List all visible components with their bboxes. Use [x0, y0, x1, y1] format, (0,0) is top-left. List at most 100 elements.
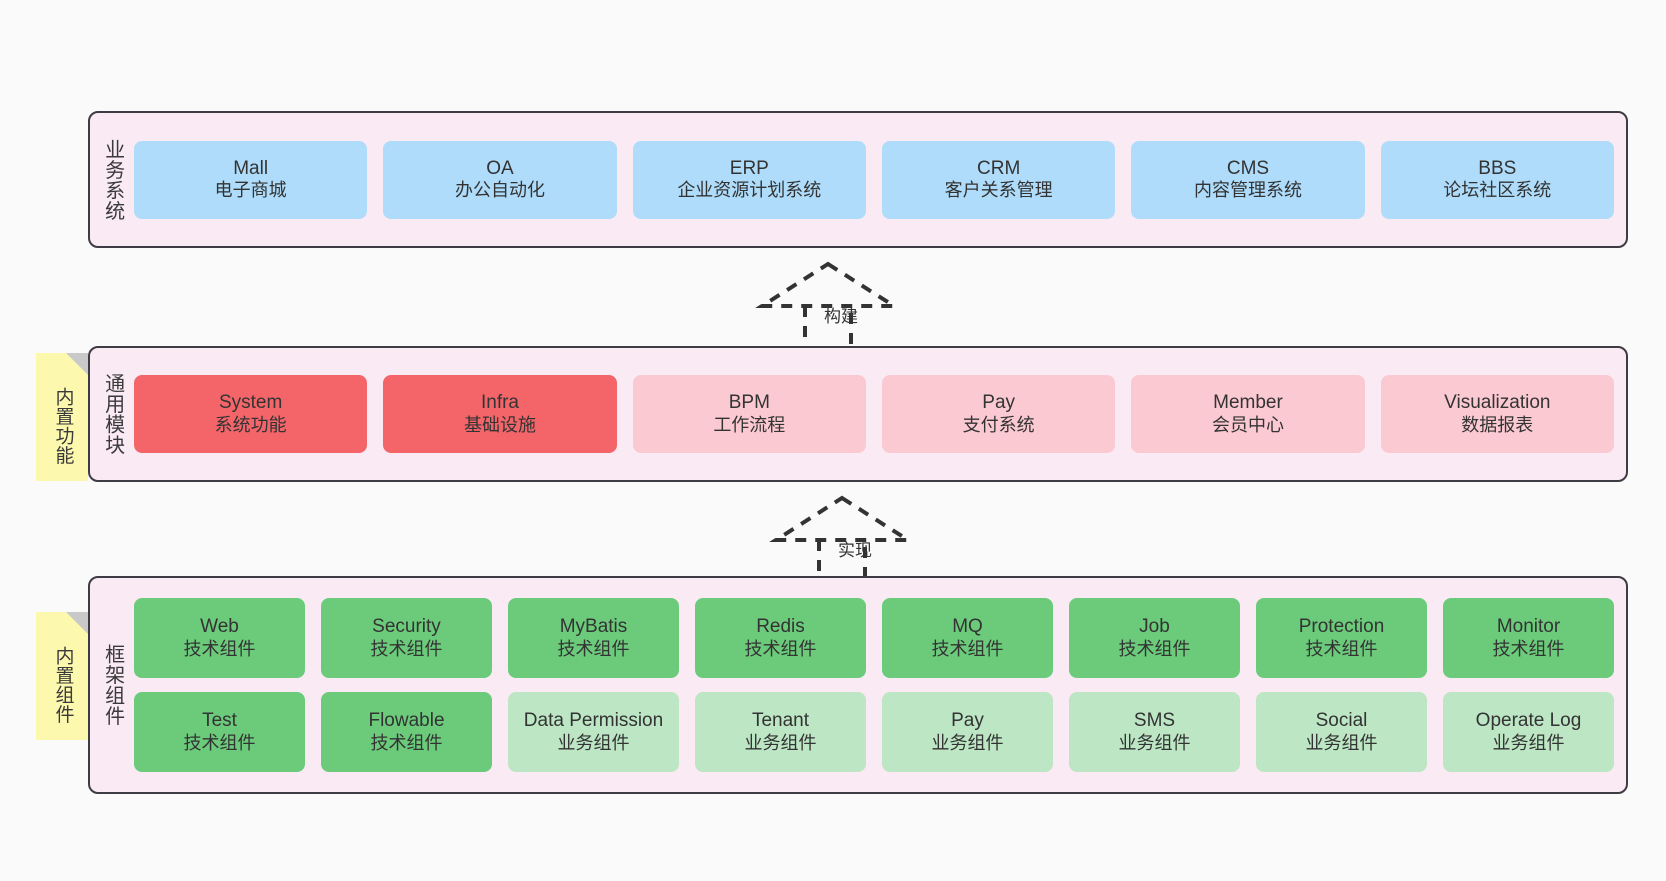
card-data-permission[interactable]: Data Permission 业务组件	[508, 692, 679, 772]
card-title: CMS	[1226, 157, 1270, 179]
card-title: Social	[1315, 710, 1368, 732]
card-subtitle: 技术组件	[931, 638, 1004, 659]
card-mq[interactable]: MQ 技术组件	[882, 598, 1053, 678]
card-cms[interactable]: CMS 内容管理系统	[1131, 140, 1365, 219]
note-fold-corner-icon	[66, 353, 88, 375]
band-label-framework-components: 框架组件	[101, 644, 124, 726]
card-subtitle: 业务组件	[1492, 732, 1565, 753]
band-body-common-modules: System 系统功能 Infra 基础设施 BPM 工作流程 Pay 支付系统…	[134, 348, 1626, 480]
card-title: ERP	[729, 157, 769, 179]
card-title: OA	[486, 157, 514, 179]
card-title: Member	[1213, 392, 1283, 414]
card-title: Redis	[756, 616, 805, 638]
note-fold-corner-icon	[66, 612, 88, 634]
card-pay-component[interactable]: Pay 业务组件	[882, 692, 1053, 772]
card-mall[interactable]: Mall 电子商城	[134, 140, 368, 219]
card-title: Operate Log	[1475, 710, 1582, 732]
card-subtitle: 技术组件	[1305, 638, 1378, 659]
card-subtitle: 内容管理系统	[1193, 180, 1302, 201]
card-subtitle: 办公自动化	[454, 180, 545, 201]
card-title: Pay	[951, 710, 984, 732]
card-title: Test	[202, 710, 237, 732]
card-title: BPM	[728, 392, 770, 414]
card-title: MQ	[952, 616, 983, 638]
card-title: Visualization	[1444, 392, 1551, 414]
card-subtitle: 工作流程	[713, 414, 786, 435]
card-visualization[interactable]: Visualization 数据报表	[1380, 375, 1614, 453]
card-oa[interactable]: OA 办公自动化	[383, 140, 617, 219]
card-title: Web	[200, 616, 239, 638]
card-title: MyBatis	[559, 616, 628, 638]
card-subtitle: 论坛社区系统	[1443, 180, 1552, 201]
card-title: Infra	[480, 392, 519, 414]
card-row: System 系统功能 Infra 基础设施 BPM 工作流程 Pay 支付系统…	[134, 375, 1614, 453]
connector-build: 构建	[748, 258, 908, 358]
card-subtitle: 技术组件	[370, 732, 443, 753]
card-subtitle: 系统功能	[214, 414, 287, 435]
card-social[interactable]: Social 业务组件	[1256, 692, 1427, 772]
card-protection[interactable]: Protection 技术组件	[1256, 598, 1427, 678]
generalization-arrowhead	[755, 261, 901, 308]
card-crm[interactable]: CRM 客户关系管理	[881, 140, 1116, 219]
connector-label-implement: 实现	[838, 541, 872, 560]
card-erp[interactable]: ERP 企业资源计划系统	[632, 140, 866, 219]
card-subtitle: 客户关系管理	[944, 180, 1053, 201]
card-row: Mall 电子商城 OA 办公自动化 ERP 企业资源计划系统 CRM 客户关系…	[134, 140, 1614, 219]
card-title: System	[218, 392, 283, 414]
card-subtitle: 会员中心	[1211, 414, 1284, 435]
card-tenant[interactable]: Tenant 业务组件	[695, 692, 866, 772]
card-web[interactable]: Web 技术组件	[134, 598, 305, 678]
card-row: Test 技术组件 Flowable 技术组件 Data Permission …	[134, 692, 1614, 772]
band-common-modules: 通用模块 System 系统功能 Infra 基础设施 BPM 工作流程 Pay…	[88, 346, 1628, 482]
sticky-note-builtin-features: 内置功能	[36, 353, 88, 481]
card-sms[interactable]: SMS 业务组件	[1069, 692, 1240, 772]
card-subtitle: 基础设施	[463, 414, 536, 435]
sticky-note-label: 内置功能	[52, 387, 74, 465]
card-subtitle: 技术组件	[1492, 638, 1565, 659]
card-pay[interactable]: Pay 支付系统	[881, 375, 1116, 453]
band-label-common-modules: 通用模块	[101, 373, 124, 455]
band-body-framework-components: Web 技术组件 Security 技术组件 MyBatis 技术组件 Redi…	[134, 578, 1626, 792]
sticky-note-builtin-components: 内置组件	[36, 612, 88, 740]
card-security[interactable]: Security 技术组件	[321, 598, 492, 678]
card-subtitle: 技术组件	[183, 638, 256, 659]
connector-label-build: 构建	[824, 307, 858, 326]
card-title: Pay	[982, 392, 1016, 414]
card-title: CRM	[977, 157, 1021, 179]
card-job[interactable]: Job 技术组件	[1069, 598, 1240, 678]
card-title: Flowable	[368, 710, 445, 732]
card-subtitle: 技术组件	[744, 638, 817, 659]
card-title: Protection	[1298, 616, 1385, 638]
card-title: Monitor	[1496, 616, 1561, 638]
card-title: BBS	[1478, 157, 1517, 179]
card-test[interactable]: Test 技术组件	[134, 692, 305, 772]
card-bpm[interactable]: BPM 工作流程	[632, 375, 866, 453]
card-title: Job	[1139, 616, 1170, 638]
card-operate-log[interactable]: Operate Log 业务组件	[1443, 692, 1614, 772]
card-system[interactable]: System 系统功能	[134, 375, 368, 453]
generalization-arrowhead	[769, 495, 915, 542]
card-title: Security	[372, 616, 441, 638]
card-flowable[interactable]: Flowable 技术组件	[321, 692, 492, 772]
card-monitor[interactable]: Monitor 技术组件	[1443, 598, 1614, 678]
card-subtitle: 业务组件	[744, 732, 817, 753]
band-framework-components: 框架组件 Web 技术组件 Security 技术组件 MyBatis 技术组件…	[88, 576, 1628, 794]
card-subtitle: 业务组件	[557, 732, 630, 753]
card-redis[interactable]: Redis 技术组件	[695, 598, 866, 678]
card-subtitle: 技术组件	[370, 638, 443, 659]
card-title: Tenant	[751, 710, 810, 732]
band-body-business-systems: Mall 电子商城 OA 办公自动化 ERP 企业资源计划系统 CRM 客户关系…	[134, 113, 1626, 246]
card-subtitle: 支付系统	[962, 414, 1035, 435]
card-subtitle: 技术组件	[1118, 638, 1191, 659]
card-title: SMS	[1133, 710, 1176, 732]
card-subtitle: 数据报表	[1461, 414, 1534, 435]
card-infra[interactable]: Infra 基础设施	[383, 375, 617, 453]
band-label-business-systems: 业务系统	[101, 138, 124, 221]
card-bbs[interactable]: BBS 论坛社区系统	[1380, 140, 1614, 219]
card-member[interactable]: Member 会员中心	[1131, 375, 1365, 453]
card-subtitle: 业务组件	[931, 732, 1004, 753]
band-business-systems: 业务系统 Mall 电子商城 OA 办公自动化 ERP 企业资源计划系统 CRM…	[88, 111, 1628, 248]
card-mybatis[interactable]: MyBatis 技术组件	[508, 598, 679, 678]
sticky-note-label: 内置组件	[52, 646, 74, 724]
card-subtitle: 业务组件	[1305, 732, 1378, 753]
